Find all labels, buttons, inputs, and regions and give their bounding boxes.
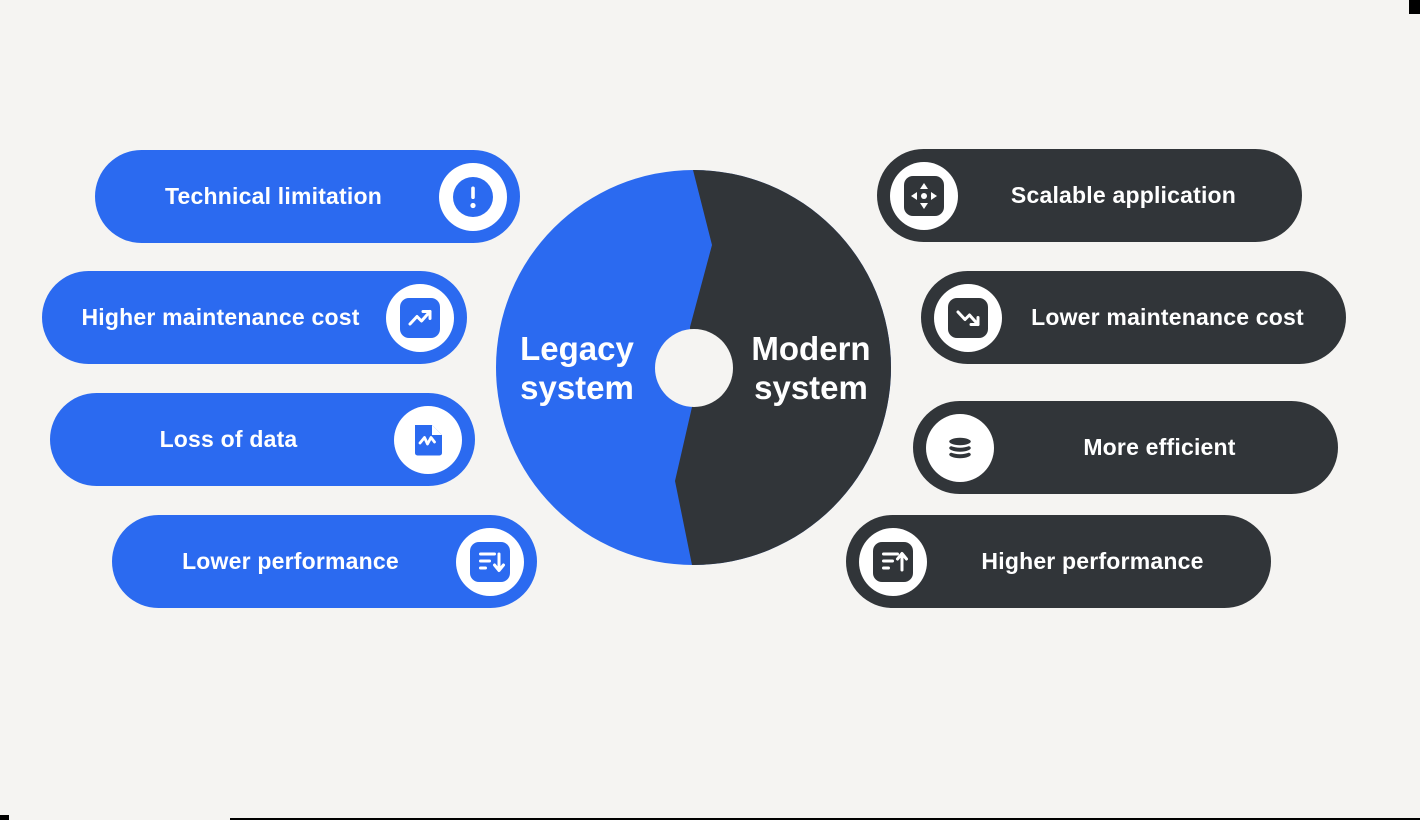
modern-system-label: Modern system [751,330,871,406]
pill-label: Higher performance [981,548,1204,574]
sort-descending-icon [456,527,524,596]
legacy-vs-modern-donut [496,170,891,565]
pill-label: Technical limitation [165,183,382,209]
pill-loss-of-data: Loss of data [50,393,475,486]
exclamation-icon [439,162,507,231]
trending-down-icon [934,283,1002,352]
modern-half-circle [675,170,891,565]
pill-scalable-application: Scalable application [877,149,1302,242]
scale-move-icon [890,161,958,230]
pill-label: Higher maintenance cost [81,304,360,330]
trending-up-icon [386,283,454,352]
pill-higher-maintenance-cost: Higher maintenance cost [42,271,467,364]
pill-label: Lower maintenance cost [1031,304,1304,330]
pill-label: More efficient [1083,434,1236,460]
donut-hole [655,329,733,407]
pill-label: Lower performance [182,548,399,574]
screen-edge-artifact [1409,0,1420,14]
pill-label: Scalable application [1010,182,1237,208]
sort-ascending-icon [859,527,927,596]
pill-more-efficient: More efficient [913,401,1338,494]
legacy-system-label: Legacy system [520,330,634,406]
pill-lower-maintenance-cost: Lower maintenance cost [921,271,1346,364]
database-icon [926,413,994,482]
pill-higher-performance: Higher performance [846,515,1271,608]
data-loss-file-icon [394,405,462,474]
pill-technical-limitation: Technical limitation [95,150,520,243]
pill-lower-performance: Lower performance [112,515,537,608]
screen-edge-artifact [230,818,1420,820]
screen-edge-artifact [0,815,9,820]
pill-label: Loss of data [159,426,298,452]
